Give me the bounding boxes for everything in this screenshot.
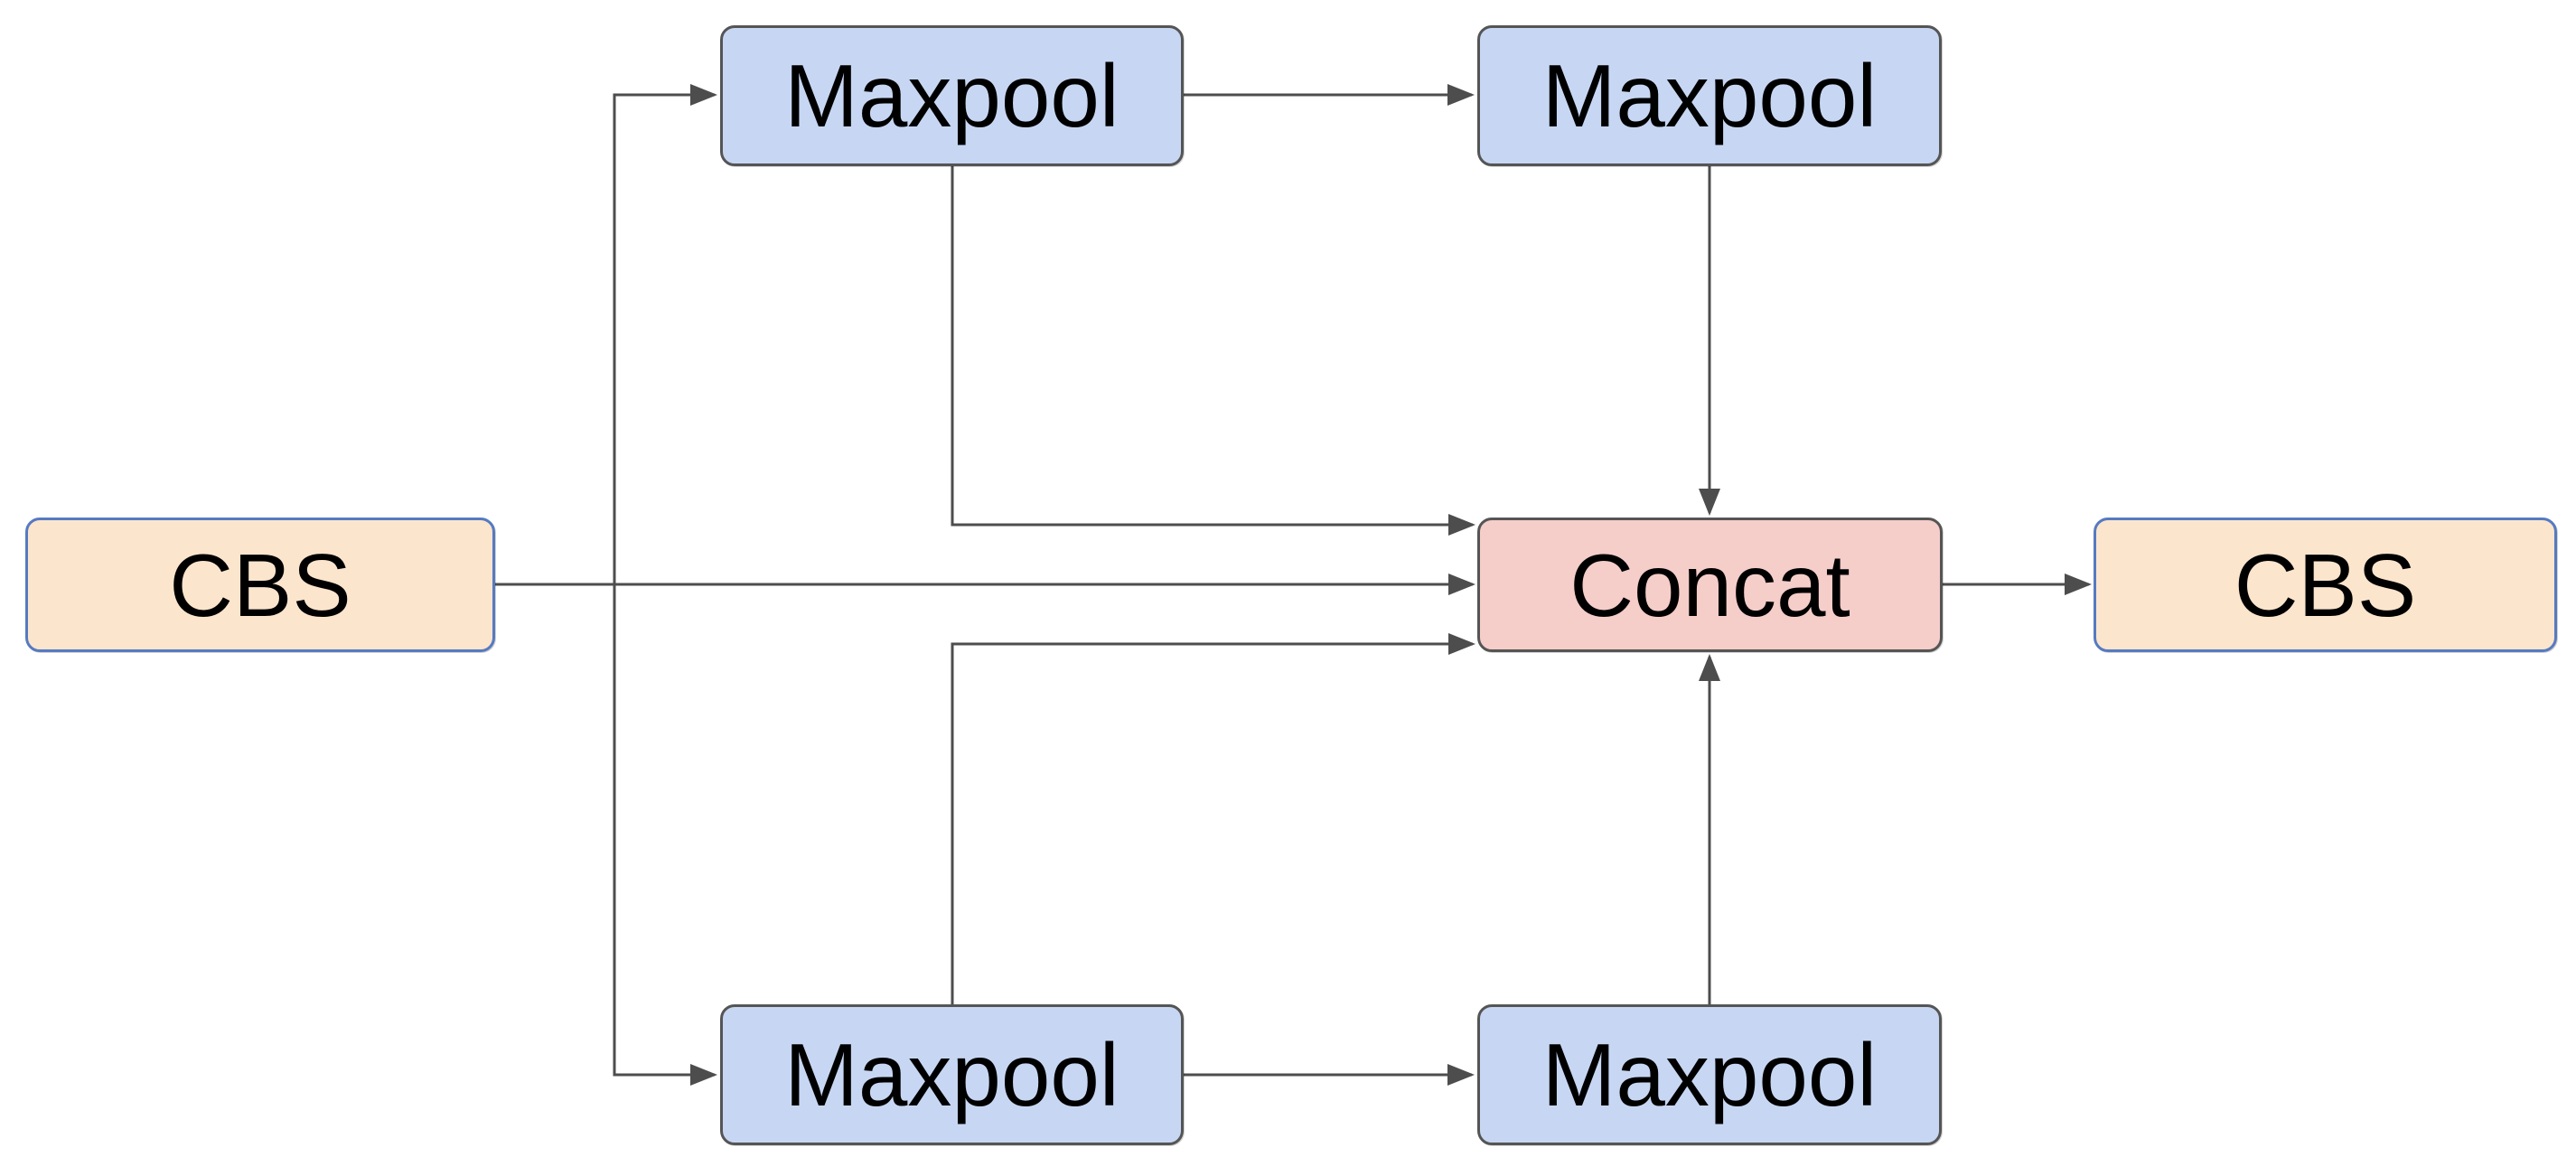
connector-maxpool-tl-to-concat (951, 166, 1475, 536)
node-cbs-input: CBS (25, 518, 495, 652)
connector-cbs-to-maxpool-tl (613, 84, 717, 584)
node-maxpool-bottom-right: Maxpool (1477, 1004, 1942, 1145)
node-maxpool-bottom-right-label: Maxpool (1541, 1025, 1878, 1124)
node-cbs-output: CBS (2094, 518, 2557, 652)
node-maxpool-bottom-left-label: Maxpool (784, 1025, 1119, 1124)
node-cbs-input-label: CBS (169, 535, 351, 635)
node-concat-label: Concat (1569, 535, 1850, 635)
connector-cbs-to-maxpool-bl (613, 584, 717, 1086)
node-maxpool-top-left-label: Maxpool (784, 46, 1119, 145)
node-cbs-output-label: CBS (2234, 535, 2417, 635)
node-maxpool-bottom-left: Maxpool (720, 1004, 1184, 1145)
node-maxpool-top-right: Maxpool (1477, 25, 1942, 166)
node-concat: Concat (1477, 518, 1943, 652)
node-maxpool-top-right-label: Maxpool (1541, 46, 1878, 145)
node-maxpool-top-left: Maxpool (720, 25, 1184, 166)
connector-maxpool-bl-to-concat (951, 633, 1475, 1004)
